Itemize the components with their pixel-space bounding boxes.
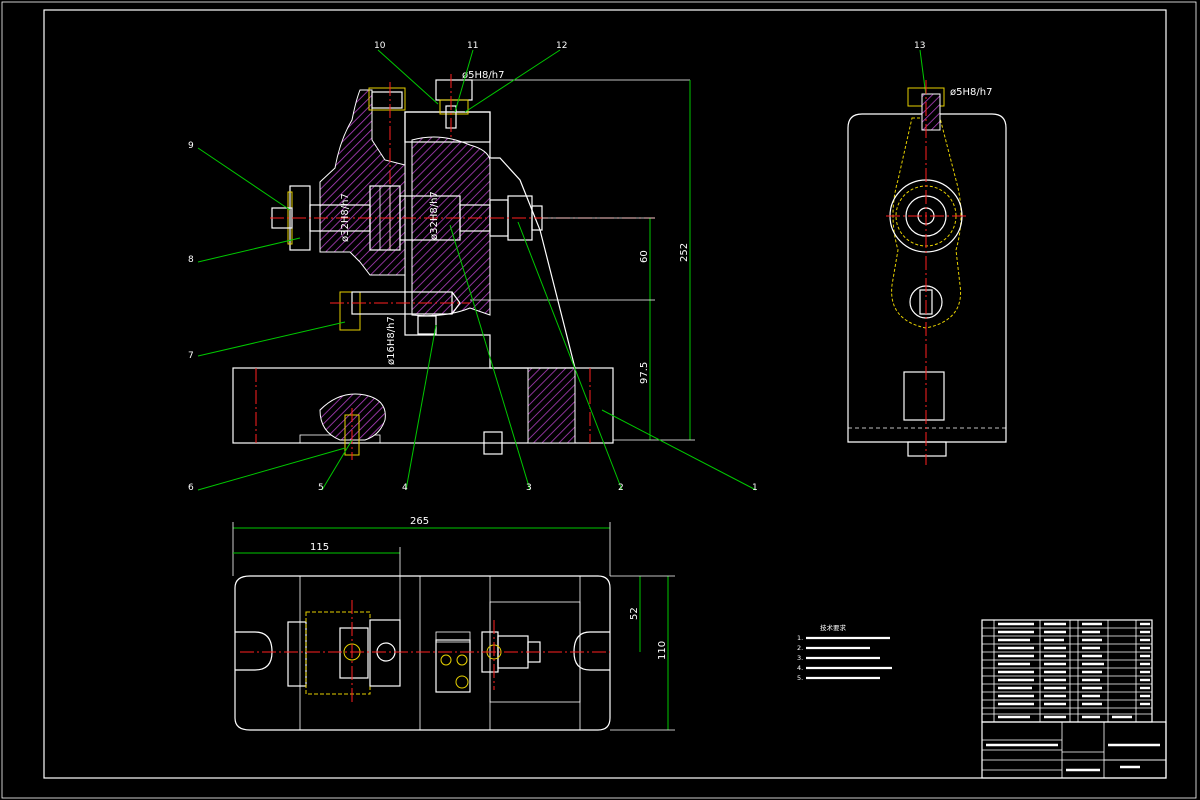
notes-line-5: 5.	[797, 674, 803, 682]
top-view	[232, 522, 675, 731]
dim-115: 115	[310, 542, 329, 553]
callout-6a: 6	[188, 483, 194, 493]
notes-title: 技术要求	[820, 623, 847, 632]
dim-110: 110	[657, 641, 668, 660]
front-view	[232, 74, 695, 460]
callout-12: 12	[556, 41, 567, 51]
notes-line-4: 4.	[797, 664, 803, 672]
side-view	[847, 80, 1007, 465]
callout-3: 3	[526, 483, 532, 493]
fit-pin2: ø32H8/h7	[429, 191, 440, 240]
leader-lines	[197, 49, 927, 491]
callout-8: 8	[188, 255, 194, 265]
dim-252: 252	[679, 243, 690, 262]
fit-top: ø5H8/h7	[462, 70, 504, 81]
inner-border	[43, 9, 1167, 779]
notes-line-2: 2.	[797, 644, 803, 652]
callout-1: 1	[752, 483, 758, 493]
notes-line-3: 3.	[797, 654, 803, 662]
callout-9: 9	[188, 141, 194, 151]
notes-line-1: 1.	[797, 634, 803, 642]
callout-10: 10	[374, 41, 386, 51]
callout-11: 11	[467, 41, 478, 51]
callout-4: 4	[402, 483, 408, 493]
fit-side: ø5H8/h7	[950, 87, 992, 98]
fit-lower: ø16H8/h7	[386, 316, 397, 365]
dim-60: 60	[639, 250, 650, 263]
title-block	[981, 619, 1167, 779]
dim-265: 265	[410, 516, 429, 527]
callout-2: 2	[618, 483, 624, 493]
callout-13: 13	[914, 41, 925, 51]
title-block-scribble	[986, 622, 1160, 772]
fit-pin: ø32H8/h7	[340, 193, 351, 242]
dim-97-5: 97.5	[639, 362, 650, 384]
notes-scribble	[806, 636, 892, 680]
dim-52: 52	[629, 607, 640, 620]
callout-7: 7	[188, 351, 194, 361]
callout-5: 5	[318, 483, 324, 493]
